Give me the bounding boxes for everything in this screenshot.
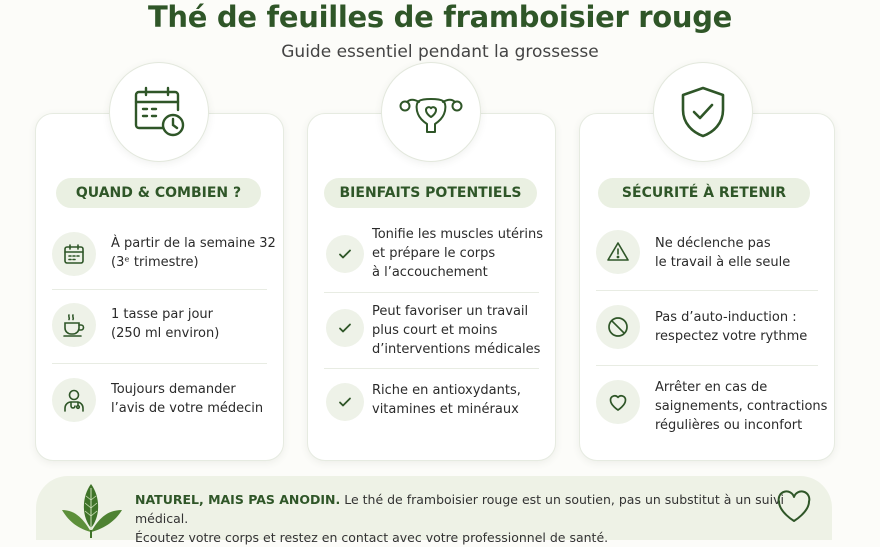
card-heading: BIENFAITS POTENTIELS — [324, 178, 537, 208]
uterus-heart-icon — [381, 62, 481, 162]
item-text: Pas d’auto-induction : respectez votre r… — [655, 310, 808, 344]
check-icon — [326, 309, 364, 347]
divider — [324, 368, 539, 369]
raspberry-leaves-icon — [54, 480, 128, 542]
item-text: 1 tasse par jour (250 ml environ) — [111, 307, 220, 341]
item-text: Ne déclenche pas le travail à elle seule — [655, 236, 791, 270]
banner-text: NATUREL, MAIS PAS ANODIN. Le thé de fram… — [135, 490, 785, 547]
page-subtitle: Guide essentiel pendant la grossesse — [281, 42, 599, 62]
check-icon — [326, 383, 364, 421]
check-icon — [326, 235, 364, 273]
divider — [596, 290, 818, 291]
banner-emphasis: NATUREL, MAIS PAS ANODIN. — [135, 492, 341, 507]
heart-icon — [776, 490, 812, 528]
card-when-how-much: QUAND & COMBIEN ? À partir de la semaine… — [35, 113, 284, 461]
shield-check-icon — [653, 62, 753, 162]
card-heading: QUAND & COMBIEN ? — [56, 178, 261, 208]
bottom-banner: NATUREL, MAIS PAS ANODIN. Le thé de fram… — [36, 476, 832, 545]
page-title: Thé de feuilles de framboisier rouge — [147, 0, 733, 34]
divider — [596, 365, 818, 366]
tea-cup-icon — [52, 303, 96, 347]
divider — [52, 289, 267, 290]
prohibited-icon — [596, 305, 640, 349]
item-text: Peut favoriser un travail plus court et … — [372, 304, 541, 357]
calendar-clock-icon — [109, 62, 209, 162]
item-text: Arrêter en cas de saignements, contracti… — [655, 380, 828, 433]
card-heading: SÉCURITÉ À RETENIR — [598, 178, 810, 208]
item-text: Toujours demander l’avis de votre médeci… — [111, 382, 264, 416]
item-text: À partir de la semaine 32 (3ᵉ trimestre) — [111, 236, 276, 270]
heart-icon — [596, 380, 640, 424]
warning-icon — [596, 230, 640, 274]
card-potential-benefits: BIENFAITS POTENTIELS Tonifie les muscles… — [307, 113, 556, 461]
banner-line-2: Écoutez votre corps et restez en contact… — [135, 530, 609, 545]
card-safety: SÉCURITÉ À RETENIR Ne déclenche pas le t… — [579, 113, 835, 461]
item-text: Tonifie les muscles utérins et prépare l… — [372, 227, 544, 280]
calendar-icon — [52, 232, 96, 276]
divider — [52, 363, 267, 364]
item-text: Riche en antioxydants, vitamines et miné… — [372, 383, 521, 417]
banner-line-1: Le thé de framboisier rouge est un souti… — [135, 492, 784, 526]
divider — [324, 292, 539, 293]
doctor-icon — [52, 378, 96, 422]
